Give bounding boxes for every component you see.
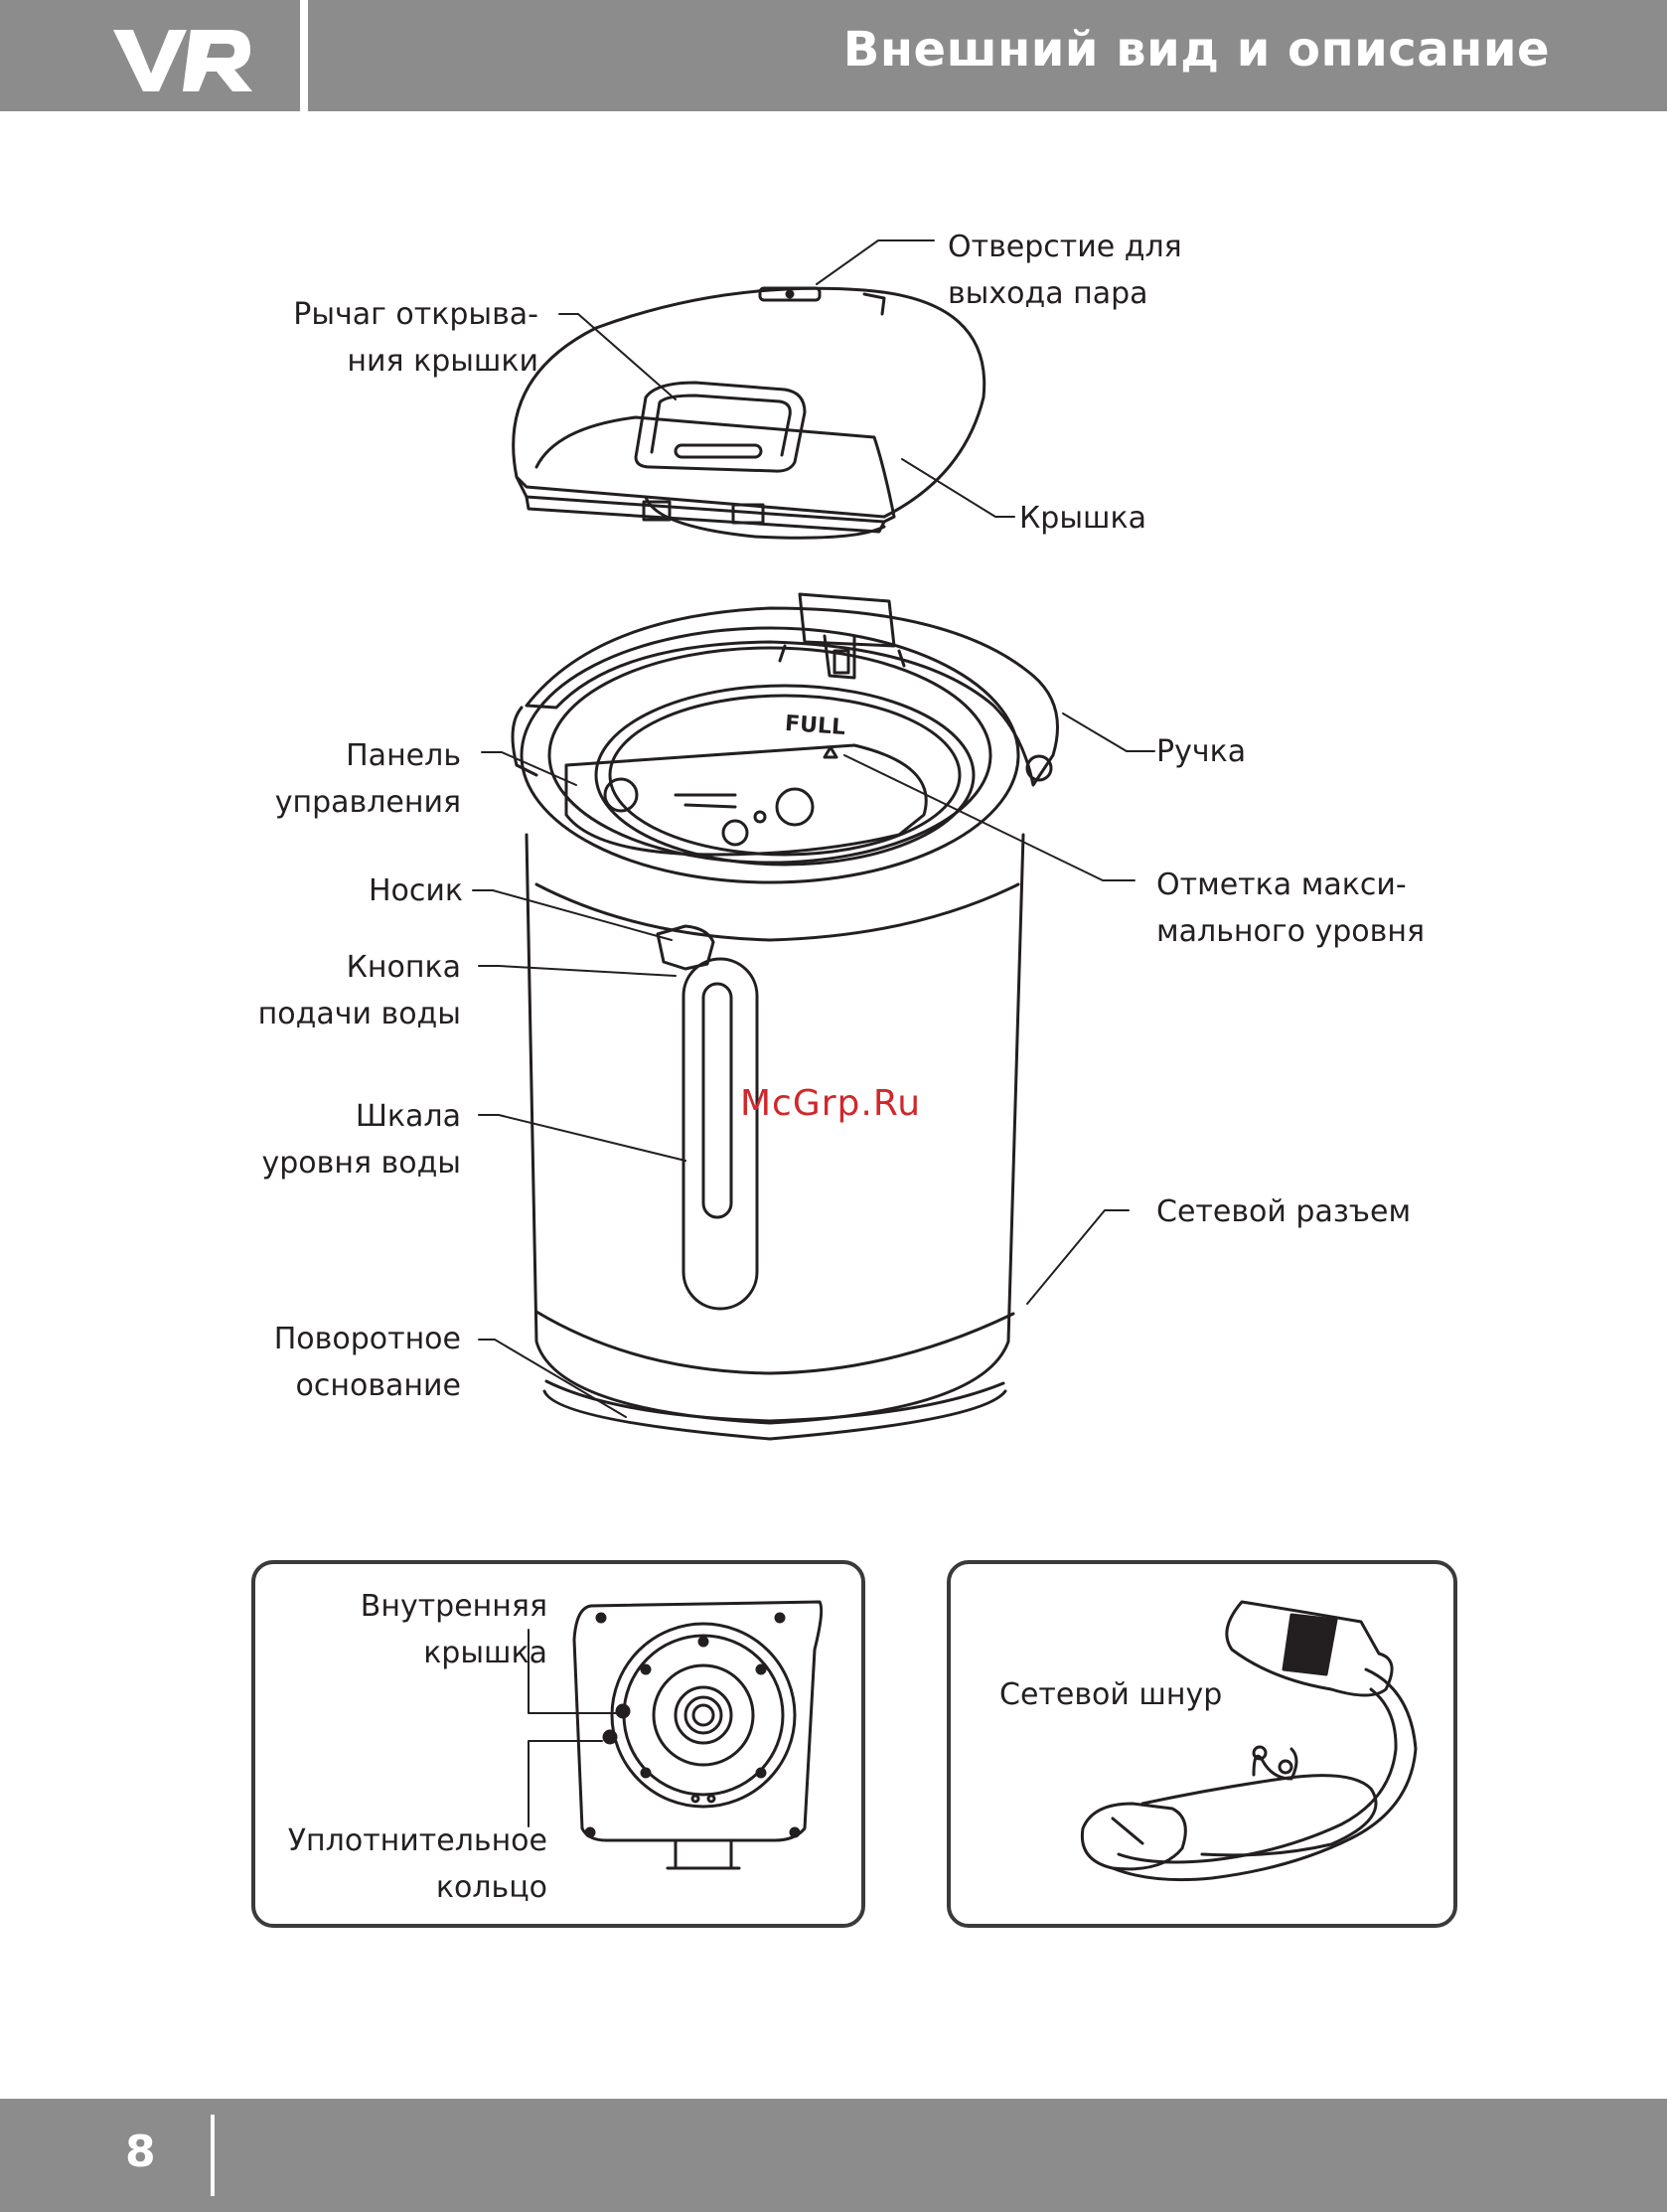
footer-divider (211, 2115, 215, 2196)
page-number: 8 (125, 2127, 156, 2177)
power-cord-detail (1082, 1602, 1416, 1880)
watermark: McGrp.Ru (740, 1083, 921, 1124)
inner-lid-detail (529, 1602, 822, 1868)
page-footer (0, 2099, 1667, 2212)
